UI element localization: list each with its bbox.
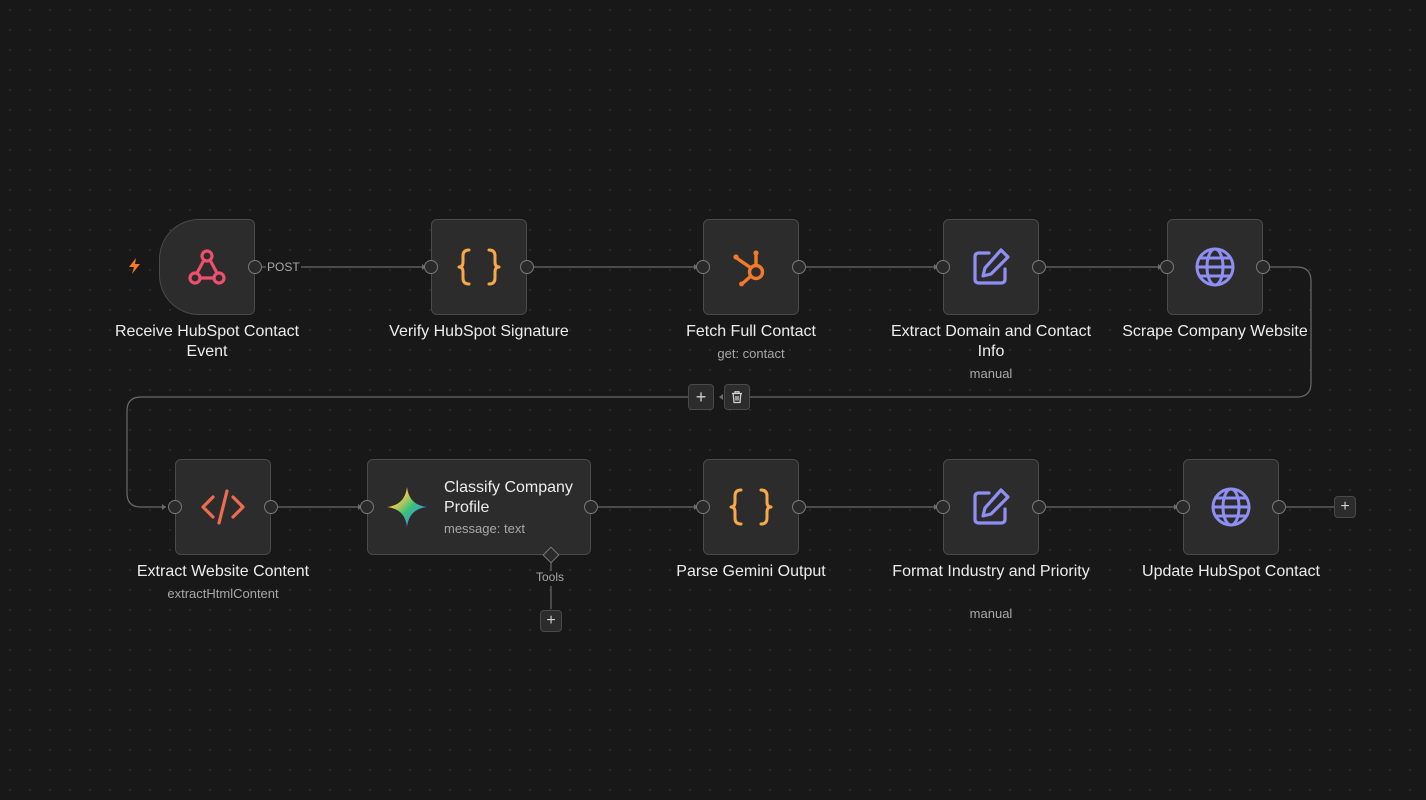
node-subtitle: get: contact — [717, 346, 785, 361]
input-handle[interactable] — [696, 260, 710, 274]
code-icon — [201, 489, 245, 525]
output-handle[interactable] — [584, 500, 598, 514]
node-subtitle: manual — [969, 606, 1013, 621]
node-title: Receive HubSpot Contact Event — [114, 323, 300, 360]
edge-scrape-extractcontent[interactable] — [126, 266, 1312, 508]
trigger-bolt-icon — [129, 258, 140, 274]
input-handle[interactable] — [424, 260, 438, 274]
input-handle[interactable] — [696, 500, 710, 514]
add-next-node-button[interactable]: + — [1334, 496, 1356, 518]
plus-icon: + — [695, 387, 707, 407]
node-extract-domain-and-contact-info[interactable] — [936, 219, 1046, 315]
node-verify-hubspot-signature[interactable] — [424, 219, 534, 315]
node-title: Classify Company Profile — [444, 479, 573, 516]
node-subtitle: extractHtmlContent — [167, 586, 279, 601]
node-title: Extract Domain and Contact Info — [890, 323, 1092, 360]
node-classify-company-profile[interactable]: Classify Company Profile message: text — [360, 459, 598, 564]
plus-icon: + — [1340, 498, 1350, 515]
input-handle[interactable] — [1160, 260, 1174, 274]
braces-icon — [729, 488, 773, 526]
output-handle[interactable] — [1032, 500, 1046, 514]
node-receive-hubspot-contact-event[interactable] — [159, 219, 262, 315]
trash-icon — [732, 391, 742, 404]
edit-icon — [973, 488, 1010, 525]
output-label-post: POST — [267, 260, 300, 274]
globe-icon — [1211, 487, 1251, 527]
node-subtitle: message: text — [444, 521, 525, 536]
input-handle[interactable] — [1176, 500, 1190, 514]
output-handle[interactable] — [520, 260, 534, 274]
output-handle[interactable] — [264, 500, 278, 514]
braces-icon — [457, 248, 501, 286]
output-handle[interactable] — [248, 260, 262, 274]
add-tool-button[interactable]: + — [540, 610, 562, 632]
edge-delete-button[interactable] — [724, 384, 750, 410]
node-extract-website-content[interactable] — [168, 459, 278, 555]
gemini-icon — [387, 487, 427, 527]
hubspot-icon — [733, 250, 765, 287]
node-parse-gemini-output[interactable] — [696, 459, 806, 555]
node-title: Update HubSpot Contact — [1142, 563, 1320, 580]
output-handle[interactable] — [792, 260, 806, 274]
node-title: Scrape Company Website — [1122, 323, 1308, 340]
node-subtitle: manual — [969, 366, 1013, 381]
node-update-hubspot-contact[interactable] — [1176, 459, 1286, 555]
input-handle[interactable] — [936, 260, 950, 274]
output-handle[interactable] — [792, 500, 806, 514]
webhook-icon — [188, 249, 226, 285]
tools-label: Tools — [536, 570, 565, 584]
input-handle[interactable] — [936, 500, 950, 514]
input-handle[interactable] — [168, 500, 182, 514]
edge-add-node-button[interactable]: + — [688, 384, 714, 410]
plus-icon: + — [546, 612, 556, 629]
node-title: Parse Gemini Output — [676, 563, 826, 580]
node-scrape-company-website[interactable] — [1160, 219, 1270, 315]
output-handle[interactable] — [1272, 500, 1286, 514]
node-title: Extract Website Content — [136, 563, 310, 580]
node-fetch-full-contact[interactable] — [696, 219, 806, 315]
node-title: Verify HubSpot Signature — [389, 323, 569, 340]
output-handle[interactable] — [1032, 260, 1046, 274]
globe-icon — [1195, 247, 1235, 287]
node-title: Format Industry and Priority — [892, 563, 1090, 580]
output-handle[interactable] — [1256, 260, 1270, 274]
edit-icon — [973, 248, 1010, 285]
node-format-industry-and-priority[interactable] — [936, 459, 1046, 555]
node-title: Fetch Full Contact — [686, 323, 816, 340]
input-handle[interactable] — [360, 500, 374, 514]
